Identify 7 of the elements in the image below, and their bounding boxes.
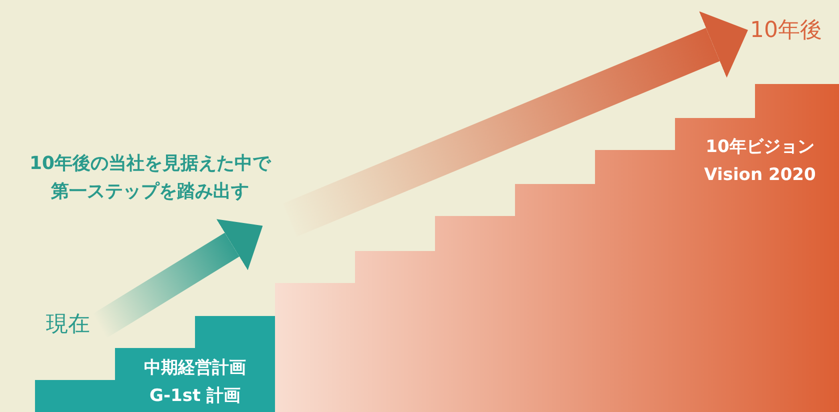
stage-title: 10年ビジョン xyxy=(704,136,816,159)
note-text: 10年後の当社を見据えた中で第一ステップを踏み出す xyxy=(28,152,272,204)
stage-label: 10年後 xyxy=(750,14,836,48)
stage-title: G-1st 計画 xyxy=(148,385,242,408)
stage-label: 現在 xyxy=(46,308,98,342)
stage-title: Vision 2020 xyxy=(703,164,817,187)
stage-title: 中期経営計画 xyxy=(143,357,247,380)
